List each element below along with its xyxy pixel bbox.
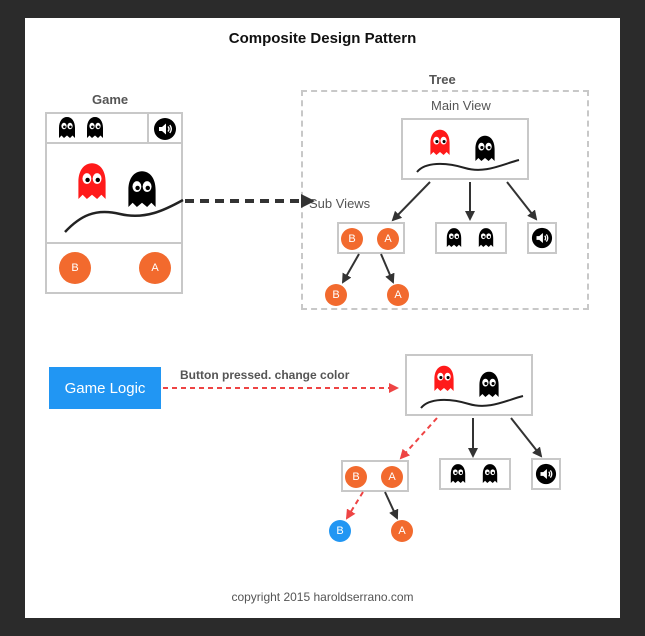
diagram-canvas: Composite Design Pattern Game B A Tree M… xyxy=(25,18,620,618)
main-view-label: Main View xyxy=(431,98,491,113)
game-button-a[interactable]: A xyxy=(139,252,171,284)
tree-leaf-button-a: A xyxy=(387,284,409,306)
tree-leaf-button-b: B xyxy=(325,284,347,306)
red-dashed-edge xyxy=(399,417,438,460)
diagram-graphics xyxy=(59,117,557,520)
logic-edge xyxy=(384,491,399,520)
ghost-icon xyxy=(482,464,498,483)
copyright-text: copyright 2015 haroldserrano.com xyxy=(231,590,414,604)
speaker-icon[interactable] xyxy=(153,117,177,141)
tree-main-view-node xyxy=(401,118,529,180)
game-to-tree-arrowhead xyxy=(301,194,315,208)
ground-squiggle xyxy=(416,159,520,173)
tree-label: Tree xyxy=(429,72,456,87)
logic-main-view-node xyxy=(405,354,533,416)
red-dashed-edge xyxy=(345,491,364,520)
game-logic-box: Game Logic xyxy=(49,367,161,409)
tree-node-button-b: B xyxy=(341,228,363,250)
ghost-icon xyxy=(450,464,466,483)
diagram-title: Composite Design Pattern xyxy=(228,30,417,47)
logic-leaf-button-b: B xyxy=(329,520,351,542)
ground-squiggle xyxy=(420,395,524,409)
ghost-icon xyxy=(478,228,494,247)
ghost-icon xyxy=(87,117,103,138)
game-label: Game xyxy=(92,92,129,107)
game-button-b[interactable]: B xyxy=(59,252,91,284)
button-pressed-annotation: Button pressed. change color xyxy=(180,368,350,382)
ghost-icon xyxy=(446,228,462,247)
tree-edges xyxy=(342,181,538,284)
logic-node-button-b: B xyxy=(345,466,367,488)
tree-node-button-a: A xyxy=(377,228,399,250)
ghost-icon xyxy=(479,371,499,397)
game-top-ghosts xyxy=(59,117,103,138)
logic-leaf-button-a: A xyxy=(391,520,413,542)
logic-edge xyxy=(510,417,543,458)
speaker-icon xyxy=(535,463,557,485)
ghost-icon xyxy=(59,117,75,138)
red-ghost-icon xyxy=(434,365,454,391)
red-ghost-icon xyxy=(430,129,450,155)
ghost-icon xyxy=(475,135,495,161)
black-ghost-icon xyxy=(128,171,156,207)
sub-views-label: Sub Views xyxy=(309,196,371,211)
logic-node-button-a: A xyxy=(381,466,403,488)
ground-squiggle xyxy=(64,198,184,233)
speaker-icon xyxy=(531,227,553,249)
red-ghost-icon xyxy=(78,163,106,199)
